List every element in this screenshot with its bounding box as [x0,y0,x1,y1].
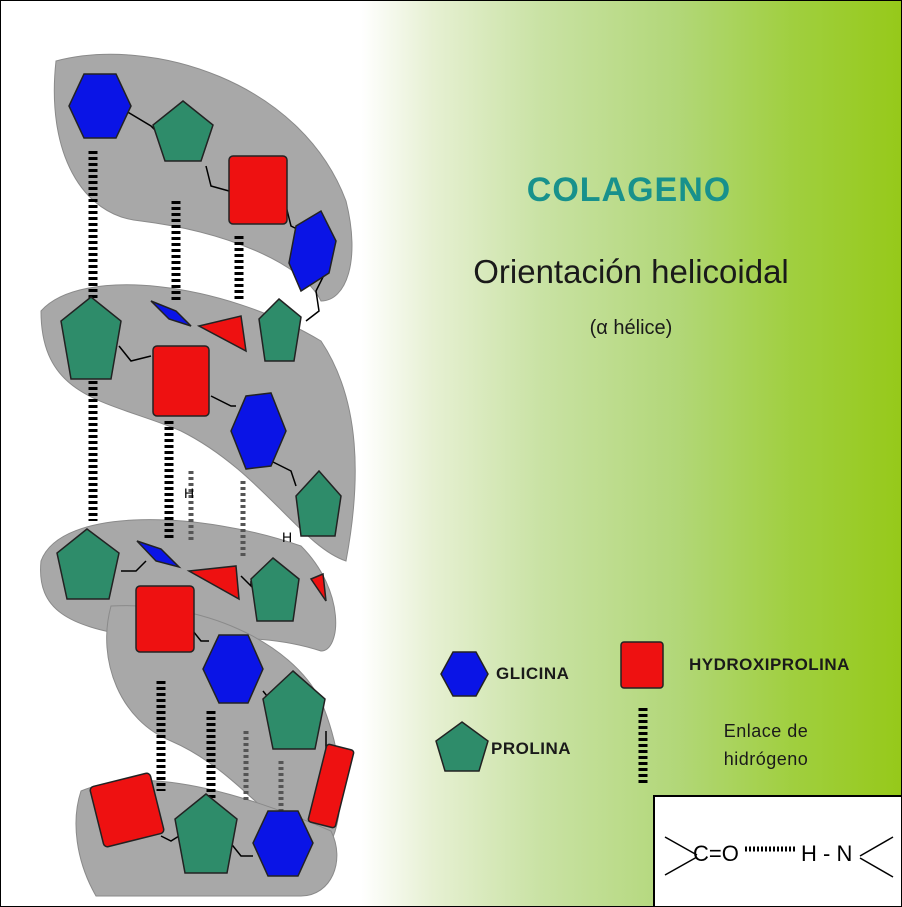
chain-connector [305,270,327,322]
glycine-residue-edge [136,540,182,569]
glycine-residue [202,634,264,704]
formula-box: C=O H - N [653,795,901,906]
hydroxyproline-residue [135,585,195,653]
formula-lines [664,836,894,878]
chain-connector [270,460,297,487]
legend-hbond-label: Enlace de hidrógeno [701,717,831,773]
chain-connector [160,835,180,842]
proline-residue [174,793,238,874]
hydroxyproline-residue [307,743,355,829]
formula-bond-left-up [664,836,698,856]
glycine-residue [230,392,287,470]
legend-hbond-line1: Enlace de [723,721,809,741]
page-title: COLAGENO [526,171,732,209]
hydroxyproline-residue [228,155,288,225]
hydrogen-bonds [88,151,244,801]
subtitle: Orientación helicoidal [473,253,789,290]
glycine-residue [252,810,314,877]
hydroxyproline-residue-edge [196,315,247,353]
glycine-residue-edge [150,300,192,327]
legend-symbols [435,641,664,772]
legend-hydroxyproline-label: HYDROXIPROLINA [689,655,850,674]
legend-glycine-label: GLICINA [496,664,570,683]
bond-h-label: H [184,485,194,501]
legend-proline-icon [435,721,489,772]
proline-residue [56,528,120,600]
hydroxyproline-residue [152,345,210,417]
chain-connector [210,395,236,407]
proline-residue [60,296,122,380]
proline-residue [262,669,326,750]
residues [56,73,355,877]
proline-residue [258,297,302,362]
subsubtitle: (α hélice) [589,317,673,339]
chain-connector [205,165,230,192]
proline-residue [250,557,300,622]
chain-connector [228,840,253,857]
hydroxyproline-residue-edge [186,565,240,601]
chain-connector [192,630,209,642]
formula-right: H - N [801,841,853,866]
proline-residue [152,100,214,162]
formula-bond-right-down [859,857,894,878]
glycine-residue [288,209,337,293]
hydrogen-bonds-back [188,471,284,811]
legend-hydroxyproline-icon [620,641,664,689]
glycine-residue [68,73,132,139]
chain-connector [121,560,147,572]
hydroxyproline-residue-edge [309,572,327,602]
formula-left: C=O [693,841,739,866]
helix-ribbon [53,53,353,302]
formula-bond-right-up [859,836,894,857]
legend-proline-label: PROLINA [491,739,571,758]
legend-glycine-icon [440,651,489,697]
bond-h-label: H [282,529,292,545]
hydroxyproline-residue [89,772,165,848]
proline-residue [295,469,342,537]
chain-connector [118,345,152,362]
formula-bond-left-down [664,856,698,876]
legend-hbond-line2: hidrógeno [723,749,809,769]
